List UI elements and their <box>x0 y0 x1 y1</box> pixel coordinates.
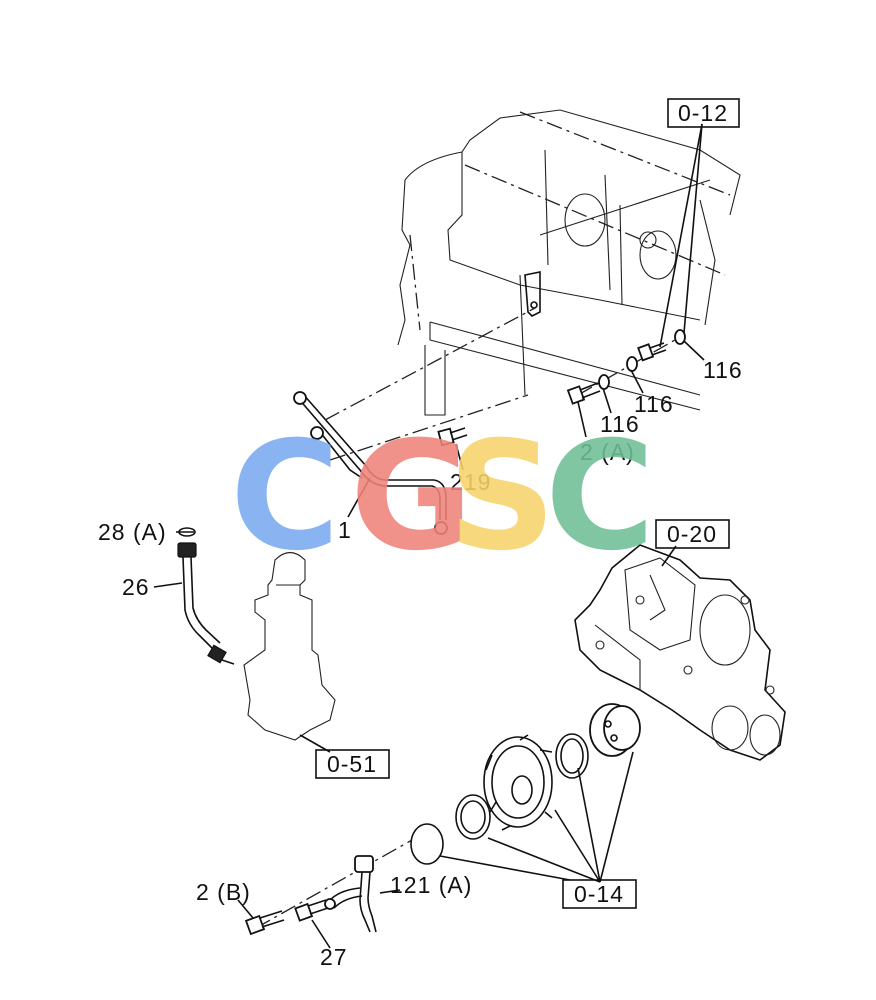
label-116-middle: 116 <box>634 391 674 417</box>
label-28a: 28 (A) <box>98 519 167 545</box>
bolts-and-washers <box>347 123 705 518</box>
gear-case-cover <box>574 544 786 761</box>
pipe-121a <box>237 839 413 949</box>
watermark-logo: C G S C <box>230 410 655 584</box>
watermark-letter-3: S <box>448 410 556 584</box>
watermark-letter-1: C <box>230 410 340 584</box>
engine-block <box>397 109 741 416</box>
ref-label-0-14: 0-14 <box>574 881 624 907</box>
label-116-upper: 116 <box>703 357 743 383</box>
label-26: 26 <box>122 574 150 600</box>
label-2b: 2 (B) <box>196 879 251 905</box>
tube-26 <box>153 527 235 665</box>
ref-box-0-14: 0-14 <box>562 879 637 909</box>
ref-box-0-20: 0-20 <box>655 519 730 549</box>
ref-box-0-51: 0-51 <box>315 749 390 779</box>
oil-pump-outline <box>243 551 336 753</box>
ref-label-0-12: 0-12 <box>678 100 728 126</box>
label-27: 27 <box>320 944 348 970</box>
oil-pipe <box>293 307 536 535</box>
front-parts <box>410 703 641 883</box>
label-116-lower: 116 <box>600 411 640 437</box>
ref-label-0-51: 0-51 <box>327 751 377 777</box>
label-2a: 2 (A) <box>580 439 635 465</box>
ref-label-0-20: 0-20 <box>667 521 717 547</box>
watermark-letter-2: G <box>350 410 473 584</box>
watermark-letter-4: C <box>545 410 655 584</box>
ref-box-0-12: 0-12 <box>667 98 740 128</box>
label-1: 1 <box>338 517 352 543</box>
label-121a: 121 (A) <box>390 872 472 898</box>
label-219: 219 <box>450 469 491 495</box>
